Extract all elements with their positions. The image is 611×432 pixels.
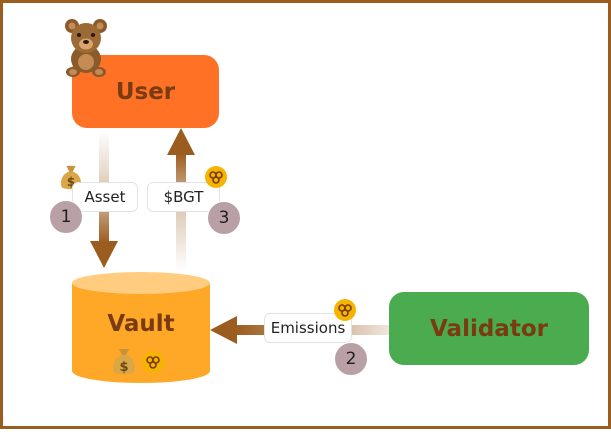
- bgt-edge-label: $BGT: [147, 182, 220, 212]
- user-label: User: [115, 78, 176, 105]
- bgt-label-text: $BGT: [163, 188, 204, 206]
- vault-node: [72, 272, 210, 383]
- step-badge-3-text: 3: [218, 208, 230, 228]
- svg-text:$: $: [119, 360, 128, 375]
- vault-label: Vault: [107, 311, 175, 337]
- bgt-token-icon: [205, 166, 227, 188]
- bgt-token-icon: [142, 351, 164, 373]
- validator-node: Validator: [389, 292, 589, 365]
- step-badge-3: 3: [207, 201, 241, 235]
- step-badge-1: 1: [49, 200, 83, 234]
- step-badge-2: 2: [334, 342, 368, 376]
- teddy-bear-icon: [65, 19, 107, 77]
- money-bag-icon: $: [113, 349, 135, 375]
- asset-label-text: Asset: [84, 188, 126, 206]
- emissions-arrow-head: [210, 316, 237, 344]
- bgt-arrow-head: [167, 128, 195, 155]
- validator-label: Validator: [430, 315, 548, 342]
- emissions-label-text: Emissions: [270, 319, 346, 337]
- svg-text:$: $: [67, 175, 75, 189]
- step-badge-1-text: 1: [60, 207, 72, 227]
- bgt-arrow-shaft: [176, 153, 186, 271]
- asset-edge-label: Asset: [72, 182, 138, 212]
- step-badge-2-text: 2: [345, 349, 357, 369]
- asset-arrow-head: [90, 241, 118, 268]
- bgt-token-icon: [334, 299, 356, 321]
